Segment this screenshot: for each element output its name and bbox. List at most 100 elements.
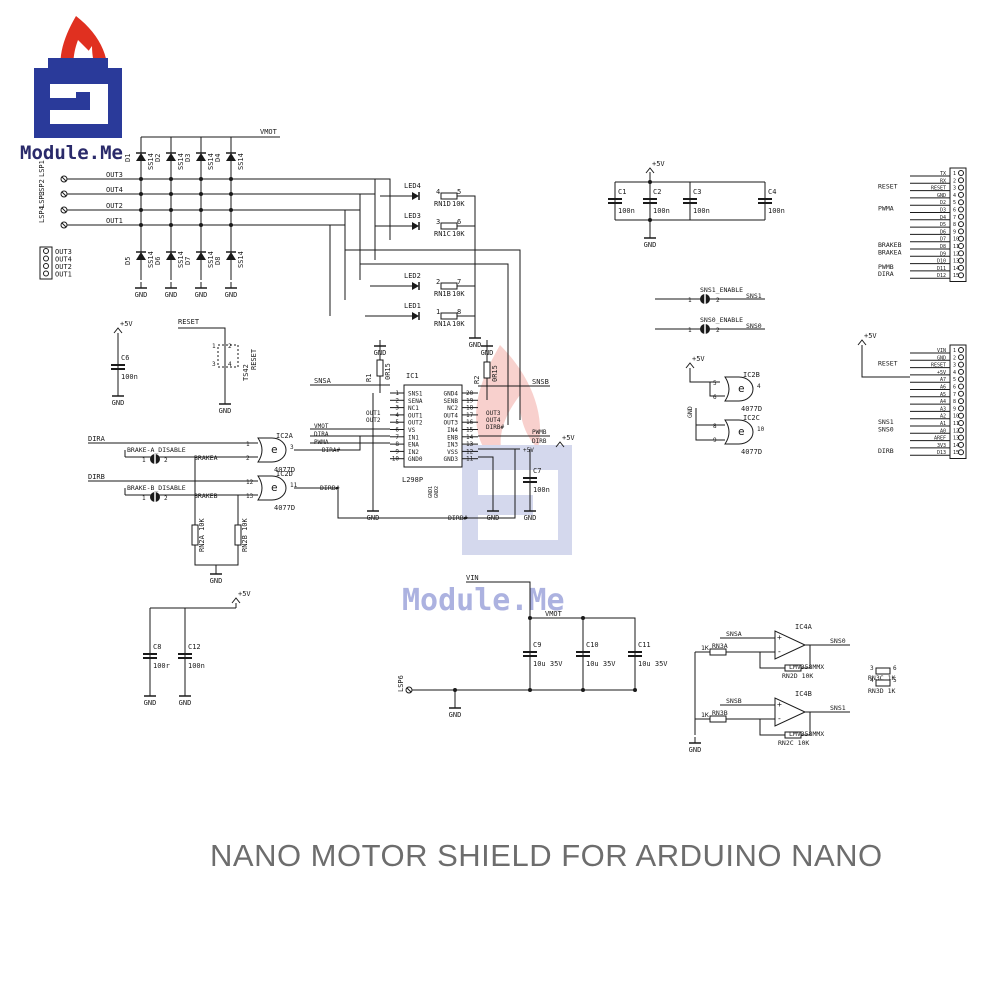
junction-dot bbox=[581, 688, 585, 692]
connector-ref: LSP1 bbox=[38, 160, 46, 177]
led bbox=[412, 192, 419, 200]
ic1-pin: 9 bbox=[395, 448, 399, 455]
supply-label: +5V bbox=[523, 447, 534, 454]
diode-part: SS14 bbox=[237, 251, 245, 268]
gnd-label: GND bbox=[210, 577, 223, 585]
diode bbox=[166, 153, 176, 161]
ic1-pin-label: IN4 bbox=[447, 427, 458, 434]
ic1-pin: 15 bbox=[466, 427, 474, 434]
jumper-pin: 2 bbox=[164, 495, 168, 502]
junction-dot bbox=[229, 223, 233, 227]
header-pin bbox=[958, 257, 964, 264]
ic1-pin-label: OUT2 bbox=[408, 420, 423, 427]
pin-num: 7 bbox=[457, 278, 461, 286]
diode bbox=[136, 252, 146, 260]
header-pin-label: 3V3 bbox=[937, 443, 946, 449]
diode-ref: D6 bbox=[154, 257, 162, 265]
net-sns1-out: SNS1 bbox=[830, 704, 846, 712]
ic1-pin: 5 bbox=[395, 419, 399, 426]
header-pin-num: 10 bbox=[953, 237, 959, 243]
wire bbox=[709, 382, 725, 397]
net-dirb-in: DIRB bbox=[88, 473, 105, 481]
header-pin-label: GND bbox=[937, 193, 946, 199]
ic1-pin-label: OUT3 bbox=[444, 420, 459, 427]
diode bbox=[226, 153, 236, 161]
reset-switch bbox=[217, 344, 239, 368]
header-pin-num: 2 bbox=[953, 178, 956, 184]
gnd-label: GND bbox=[374, 349, 387, 357]
supply-arrow bbox=[113, 327, 123, 334]
junction-dot bbox=[169, 192, 173, 196]
ic1-pin: 4 bbox=[395, 412, 399, 419]
ic1-pin-label: GND0 bbox=[408, 456, 423, 463]
ic1-pin-label: GND3 bbox=[444, 456, 459, 463]
gnd-label: GND bbox=[219, 407, 232, 415]
opamp-plus: + bbox=[777, 700, 782, 709]
supply-label: +5V bbox=[120, 320, 133, 328]
gnd-label: GND bbox=[524, 514, 537, 522]
rn-ref: RN1B bbox=[434, 290, 451, 298]
ic1-pin: 12 bbox=[466, 448, 474, 455]
net-sns1-enable: SNS1_ENABLE bbox=[700, 286, 743, 294]
header-net: BRAKEB bbox=[878, 241, 902, 249]
diagram-title: NANO MOTOR SHIELD FOR ARDUINO NANO bbox=[210, 838, 883, 873]
resistor bbox=[709, 715, 727, 723]
header-pin bbox=[958, 390, 964, 397]
ic1-pin-label: ENB bbox=[447, 434, 458, 441]
ic1-pin-label: SENA bbox=[408, 398, 423, 405]
ic1-pin: 10 bbox=[392, 456, 400, 463]
header-pin bbox=[958, 361, 964, 368]
diode bbox=[196, 153, 206, 161]
ic1-pin-label: NC2 bbox=[447, 405, 458, 412]
header-pin bbox=[958, 272, 964, 279]
net-out: OUT1 bbox=[106, 217, 123, 225]
net-out2: OUT2 bbox=[366, 417, 381, 424]
net-dira-ic: DIRA bbox=[314, 431, 329, 438]
header-pin bbox=[958, 354, 964, 361]
res-val: 1K bbox=[701, 644, 709, 652]
jumper-pin: 2 bbox=[716, 327, 720, 334]
header-net: PWMA bbox=[878, 205, 894, 213]
ic1-body bbox=[403, 384, 463, 468]
wire bbox=[861, 345, 910, 378]
ic1-pin: 3 bbox=[395, 405, 399, 412]
cap-value: 100r bbox=[153, 662, 170, 670]
net-dirb-n-bus: DIRB# bbox=[448, 514, 468, 522]
header-net: SNS1 bbox=[878, 418, 894, 426]
header-pin bbox=[958, 213, 964, 220]
junction-dot bbox=[648, 180, 652, 184]
connector-pin bbox=[61, 176, 67, 182]
header-pin-label: RESET bbox=[931, 363, 946, 369]
opamp-part: LMV358MMX bbox=[789, 663, 824, 671]
supply-label: +5V bbox=[692, 355, 705, 363]
header-pin-label: AREF bbox=[934, 436, 946, 442]
gate-pin: 12 bbox=[246, 479, 254, 486]
ic1-pin-label: VS bbox=[408, 427, 416, 434]
wire bbox=[294, 436, 361, 451]
gate-part: 4077D bbox=[274, 466, 295, 474]
header-pin-num: 3 bbox=[953, 186, 956, 192]
net-reset: RESET bbox=[178, 318, 200, 326]
header-pin bbox=[958, 250, 964, 257]
junction-dot bbox=[199, 192, 203, 196]
junction-dot bbox=[139, 223, 143, 227]
header-pin bbox=[958, 199, 964, 206]
gnd-label: GND bbox=[481, 349, 494, 357]
net-dirb-n-gate: DIRB# bbox=[320, 484, 340, 492]
diode bbox=[136, 153, 146, 161]
diode-part: SS14 bbox=[177, 153, 185, 170]
gnd-label: GND bbox=[179, 699, 192, 707]
switch-ref: TS42 bbox=[242, 364, 250, 381]
gate-ic2c bbox=[724, 419, 754, 445]
header-pin bbox=[958, 434, 964, 441]
watermark-logo bbox=[462, 345, 572, 555]
diode-ref: D4 bbox=[214, 154, 222, 162]
net-vin: VIN bbox=[466, 574, 479, 582]
rn-val: 10K bbox=[452, 230, 465, 238]
header-pin-label: D3 bbox=[940, 208, 946, 214]
gate-pin: 1 bbox=[246, 441, 250, 448]
net-brake-a-disable: BRAKE-A_DISABLE bbox=[127, 446, 186, 454]
opamp-ic4b bbox=[774, 697, 807, 727]
jumper-pin: 1 bbox=[142, 457, 146, 464]
connector-pin bbox=[61, 207, 67, 213]
